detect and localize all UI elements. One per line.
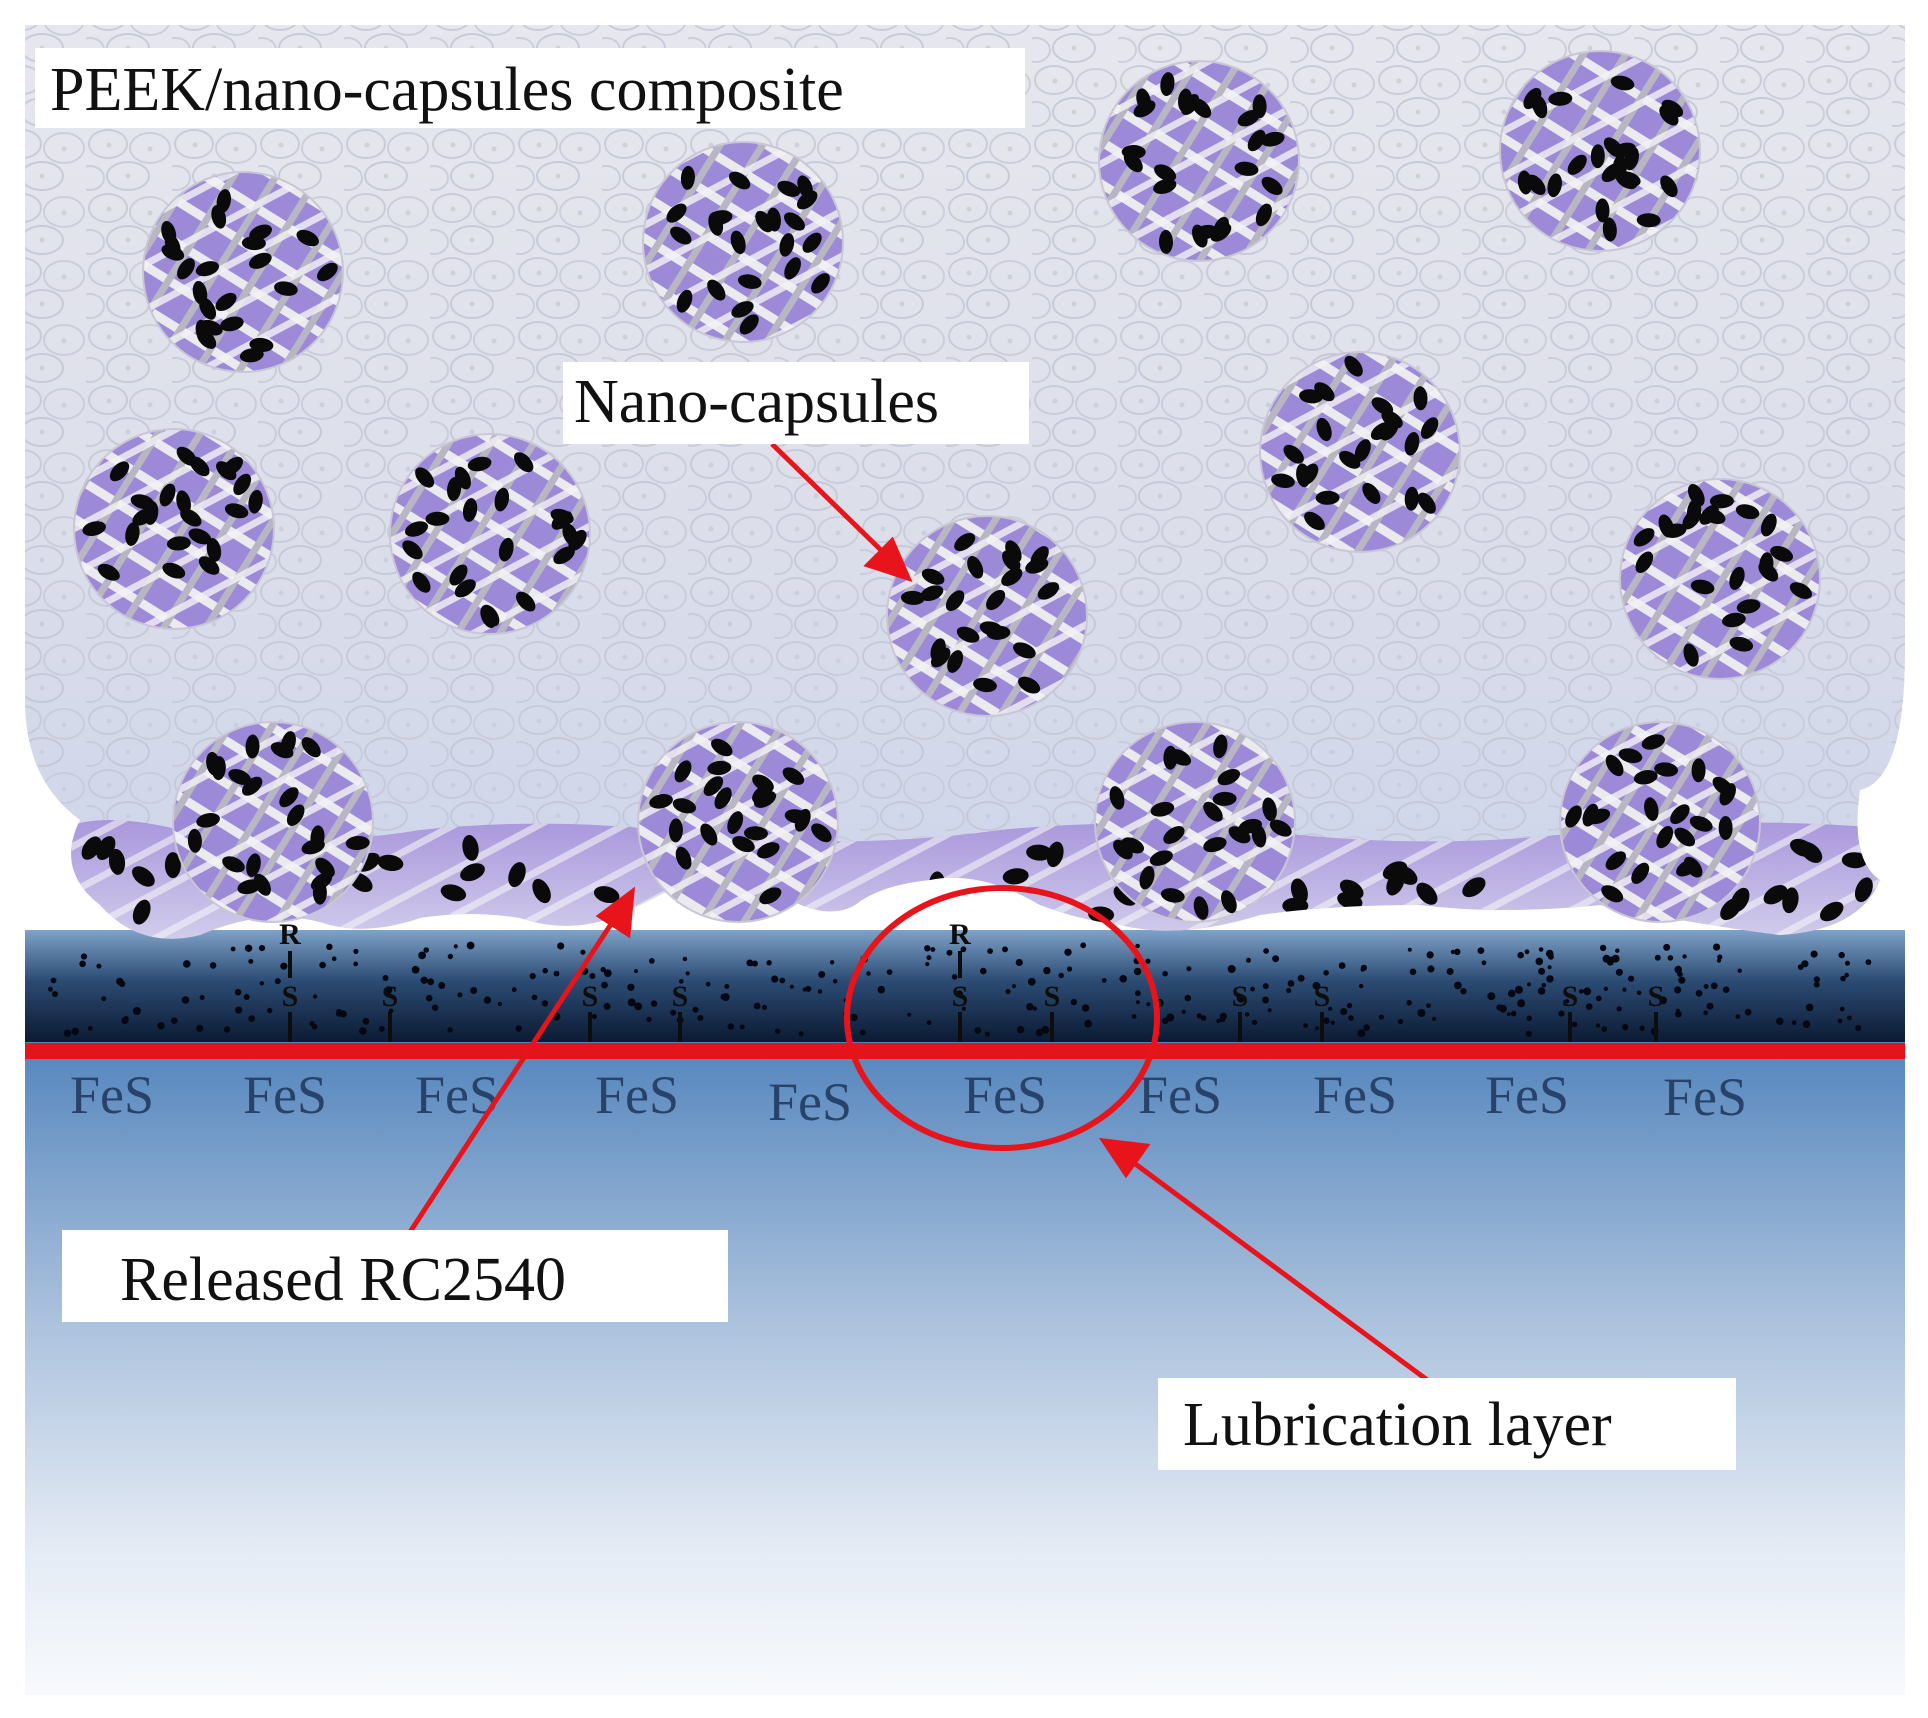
released-label: Released RC2540: [120, 1246, 566, 1314]
svg-text:S: S: [1044, 980, 1061, 1013]
wear-gap: [860, 884, 1060, 930]
fes-label: FeS: [963, 1065, 1047, 1125]
sulfur-bond-mark: S: [1044, 980, 1061, 1042]
fes-label: FeS: [70, 1065, 154, 1125]
lubrication-label-box: Lubrication layer: [1158, 1378, 1736, 1470]
sulfur-bond-mark: S: [1648, 980, 1665, 1042]
composite-label: PEEK/nano-capsules composite: [50, 56, 844, 124]
nano-capsule-icon: [1259, 351, 1461, 553]
svg-text:S: S: [952, 980, 969, 1013]
svg-text:S: S: [1648, 980, 1665, 1013]
nano-capsule-icon: [1098, 60, 1300, 262]
nano-capsule-icon: [1094, 721, 1296, 923]
nano-capsule-icon: [1559, 721, 1761, 923]
lubrication-label: Lubrication layer: [1183, 1391, 1612, 1459]
sulfur-bond-mark: S: [1232, 980, 1249, 1042]
nano-capsule-icon: [142, 171, 344, 373]
svg-text:S: S: [282, 980, 299, 1013]
nano-capsules-label-box: Nano-capsules: [563, 362, 1029, 444]
svg-text:R: R: [949, 918, 971, 951]
svg-text:S: S: [672, 980, 689, 1013]
released-label-box: Released RC2540: [62, 1230, 728, 1322]
svg-text:S: S: [382, 980, 399, 1013]
nano-capsule-icon: [1499, 50, 1701, 252]
sulfur-bond-mark: S: [382, 980, 399, 1042]
sulfur-bond-mark: SR: [949, 918, 971, 1042]
sulfur-bond-mark: S: [1314, 980, 1331, 1042]
sulfur-bond-mark: S: [1562, 980, 1579, 1042]
nano-capsule-icon: [73, 428, 275, 630]
wear-gap: [1380, 907, 1650, 930]
arrow-icon: [407, 886, 636, 1234]
arrow-icon: [1098, 1137, 1432, 1385]
svg-text:R: R: [279, 918, 301, 951]
fes-label: FeS: [1138, 1065, 1222, 1125]
nano-capsule-icon: [389, 433, 591, 635]
sulfur-bond-mark: S: [582, 980, 599, 1042]
fes-label: FeS: [243, 1065, 327, 1125]
fes-label: FeS: [1485, 1065, 1569, 1125]
svg-text:S: S: [1314, 980, 1331, 1013]
svg-text:S: S: [1232, 980, 1249, 1013]
sulfur-bond-mark: SR: [279, 918, 301, 1042]
fes-label: FeS: [595, 1065, 679, 1125]
composite-label-box: PEEK/nano-capsules composite: [35, 48, 1025, 128]
svg-text:S: S: [582, 980, 599, 1013]
arrow-icon: [770, 442, 913, 583]
fes-label: FeS: [1663, 1067, 1747, 1127]
nano-capsules-group: [73, 50, 1821, 923]
fes-label: FeS: [1313, 1065, 1397, 1125]
particle-dots: [48, 941, 1872, 1038]
nano-capsule-icon: [637, 721, 839, 923]
sulfur-bond-mark: S: [672, 980, 689, 1042]
circle-highlight-icon: [844, 885, 1160, 1151]
nano-capsule-icon: [172, 721, 374, 923]
interface-line: [25, 1043, 1905, 1059]
nano-capsule-icon: [886, 515, 1088, 717]
svg-text:S: S: [1562, 980, 1579, 1013]
nano-capsules-label: Nano-capsules: [574, 368, 939, 436]
nano-capsule-icon: [642, 141, 844, 343]
fes-label: FeS: [768, 1072, 852, 1132]
nano-capsule-icon: [1619, 478, 1821, 680]
